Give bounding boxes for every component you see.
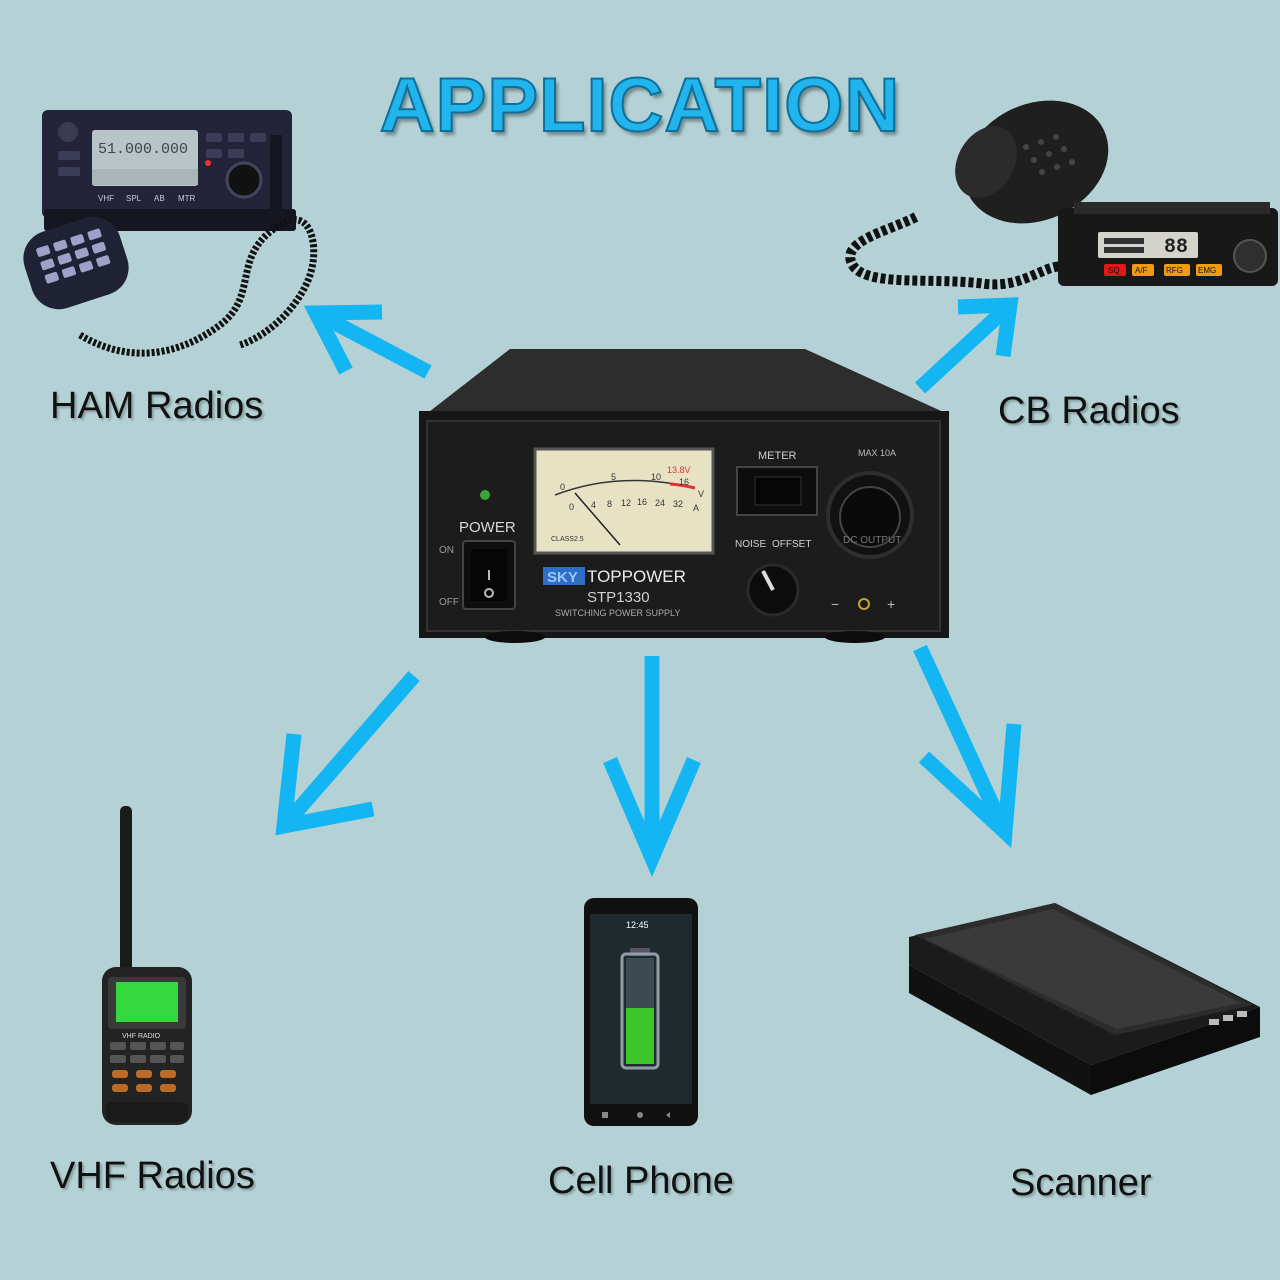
power-supply-image: POWER ON OFF 0 5 10 13.8V 16 V 0 4 8 12 … bbox=[419, 349, 950, 643]
socket-text: DC OUTPUT bbox=[843, 535, 901, 546]
ham-display-text: 51.000.000 bbox=[98, 141, 188, 158]
vhf-radios-label: VHF Radios bbox=[50, 1155, 255, 1197]
polarity-minus: − bbox=[831, 596, 839, 612]
cb-radio-image: 88 SQ A/F RFG EMG bbox=[845, 100, 1278, 290]
meter-v-16: 16 bbox=[679, 477, 689, 487]
off-label: OFF bbox=[439, 597, 459, 608]
meter-v-13-8: 13.8V bbox=[667, 465, 691, 475]
meter-v-0: 0 bbox=[560, 482, 565, 492]
cb-btn-3: RFG bbox=[1166, 266, 1183, 275]
cell-phone-label: Cell Phone bbox=[548, 1160, 734, 1202]
noise-label: NOISE bbox=[735, 539, 766, 550]
brand-sky: SKY bbox=[547, 569, 578, 586]
offset-label: OFFSET bbox=[772, 539, 811, 550]
meter-v-unit: V bbox=[698, 489, 704, 499]
cb-btn-4: EMG bbox=[1198, 266, 1216, 275]
ham-key-4: MTR bbox=[178, 194, 196, 203]
vhf-brand-text: VHF RADIO bbox=[122, 1033, 161, 1040]
meter-a-16: 16 bbox=[637, 497, 647, 507]
scanner-label: Scanner bbox=[1010, 1162, 1152, 1204]
meter-a-32: 32 bbox=[673, 499, 683, 509]
meter-class: CLASS2.5 bbox=[551, 536, 584, 543]
brand-name: TOPPOWER bbox=[587, 567, 686, 586]
ham-key-2: SPL bbox=[126, 194, 142, 203]
ham-key-1: VHF bbox=[98, 194, 114, 203]
meter-v-10: 10 bbox=[651, 472, 661, 482]
cb-display-text: 88 bbox=[1164, 236, 1188, 259]
arrow-to-vhf-radios bbox=[275, 671, 420, 836]
phone-time: 12:45 bbox=[626, 920, 649, 930]
cb-radios-label: CB Radios bbox=[998, 390, 1180, 432]
meter-label: METER bbox=[758, 450, 797, 462]
meter-a-unit: A bbox=[693, 503, 699, 513]
meter-a-12: 12 bbox=[621, 498, 631, 508]
supply-subtitle: SWITCHING POWER SUPPLY bbox=[555, 608, 680, 618]
max-label: MAX 10A bbox=[858, 448, 896, 458]
ham-key-3: AB bbox=[154, 194, 165, 203]
arrow-to-ham-radios bbox=[303, 304, 432, 379]
meter-a-24: 24 bbox=[655, 498, 665, 508]
cb-btn-2: A/F bbox=[1135, 266, 1148, 275]
model-text: STP1330 bbox=[587, 589, 650, 606]
arrow-to-cb-radios bbox=[914, 297, 1019, 394]
scanner-image bbox=[909, 903, 1260, 1095]
meter-a-0: 0 bbox=[569, 502, 574, 512]
meter-face bbox=[533, 447, 715, 555]
meter-a-4: 4 bbox=[591, 500, 596, 510]
cb-btn-1: SQ bbox=[1108, 266, 1120, 275]
ham-radios-label: HAM Radios bbox=[50, 385, 264, 427]
meter-v-5: 5 bbox=[611, 472, 616, 482]
cell-phone-image: 12:45 bbox=[584, 898, 698, 1126]
meter-a-8: 8 bbox=[607, 499, 612, 509]
vhf-radio-image: VHF RADIO bbox=[102, 806, 192, 1125]
on-label: ON bbox=[439, 545, 454, 556]
page-title: APPLICATION bbox=[379, 62, 901, 149]
power-label: POWER bbox=[459, 519, 516, 536]
polarity-plus: + bbox=[887, 596, 895, 612]
arrow-to-cell-phone bbox=[603, 656, 701, 878]
ham-radio-image: 51.000.000 VHF SPL AB MTR bbox=[23, 110, 318, 357]
arrow-to-scanner bbox=[913, 644, 1022, 848]
